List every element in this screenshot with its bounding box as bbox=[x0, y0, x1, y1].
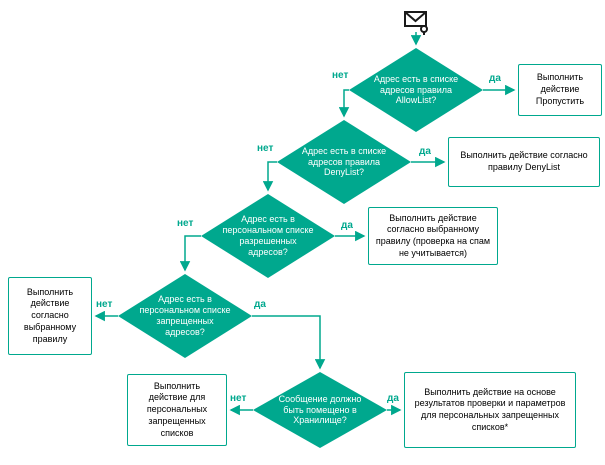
action-personal-blocked-lists: Выполнить действие для персональных запр… bbox=[127, 374, 227, 446]
decision-storage: Сообщение должно быть помещено в Хранили… bbox=[253, 372, 387, 448]
action-selected-rule: Выполнить действие согласно выбранному п… bbox=[8, 277, 92, 355]
edge-label-no-personal-blocked: нет bbox=[96, 299, 113, 310]
action-personal-blocked-lists-label: Выполнить действие для персональных запр… bbox=[146, 380, 208, 438]
action-selected-rule-label: Выполнить действие согласно выбранному п… bbox=[23, 286, 77, 344]
decision-allowlist-label: Адрес есть в списке адресов правила Allo… bbox=[373, 73, 459, 106]
decision-denylist-label: Адрес есть в списке адресов правила Deny… bbox=[301, 145, 387, 178]
action-skip: Выполнить действие Пропустить bbox=[518, 64, 602, 116]
action-selected-rule-no-spam-check-label: Выполнить действие согласно выбранному п… bbox=[375, 212, 491, 258]
action-selected-rule-no-spam-check: Выполнить действие согласно выбранному п… bbox=[368, 207, 498, 265]
decision-allowlist: Адрес есть в списке адресов правила Allo… bbox=[349, 48, 483, 132]
decision-personal-blocked-label: Адрес есть в персональном списке запреще… bbox=[139, 294, 231, 337]
decision-personal-allowed: Адрес есть в персональном списке разреше… bbox=[201, 194, 335, 278]
action-denylist-rule: Выполнить действие согласно правилу Deny… bbox=[448, 137, 600, 187]
edge-label-no-denylist: нет bbox=[257, 143, 274, 154]
decision-storage-label: Сообщение должно быть помещено в Хранили… bbox=[278, 393, 362, 426]
edge-label-yes-denylist: да bbox=[419, 146, 431, 157]
action-denylist-rule-label: Выполнить действие согласно правилу Deny… bbox=[460, 150, 588, 172]
decision-personal-allowed-label: Адрес есть в персональном списке разреше… bbox=[222, 214, 314, 257]
decision-denylist: Адрес есть в списке адресов правила Deny… bbox=[277, 120, 411, 204]
edge-label-yes-personal-blocked: да bbox=[254, 299, 266, 310]
edge-label-yes-personal-allowed: да bbox=[341, 220, 353, 231]
edge-label-no-personal-allowed: нет bbox=[177, 218, 194, 229]
edge-label-no-storage: нет bbox=[230, 393, 247, 404]
email-icon bbox=[404, 11, 428, 35]
action-skip-label: Выполнить действие Пропустить bbox=[535, 72, 585, 106]
decision-personal-blocked: Адрес есть в персональном списке запреще… bbox=[118, 274, 252, 358]
edge-label-yes-allowlist: да bbox=[489, 73, 501, 84]
action-check-results: Выполнить действие на основе результатов… bbox=[404, 372, 576, 448]
action-check-results-label: Выполнить действие на основе результатов… bbox=[414, 386, 566, 432]
edge-label-no-allowlist: нет bbox=[332, 70, 349, 81]
edge-label-yes-storage: да bbox=[387, 393, 399, 404]
